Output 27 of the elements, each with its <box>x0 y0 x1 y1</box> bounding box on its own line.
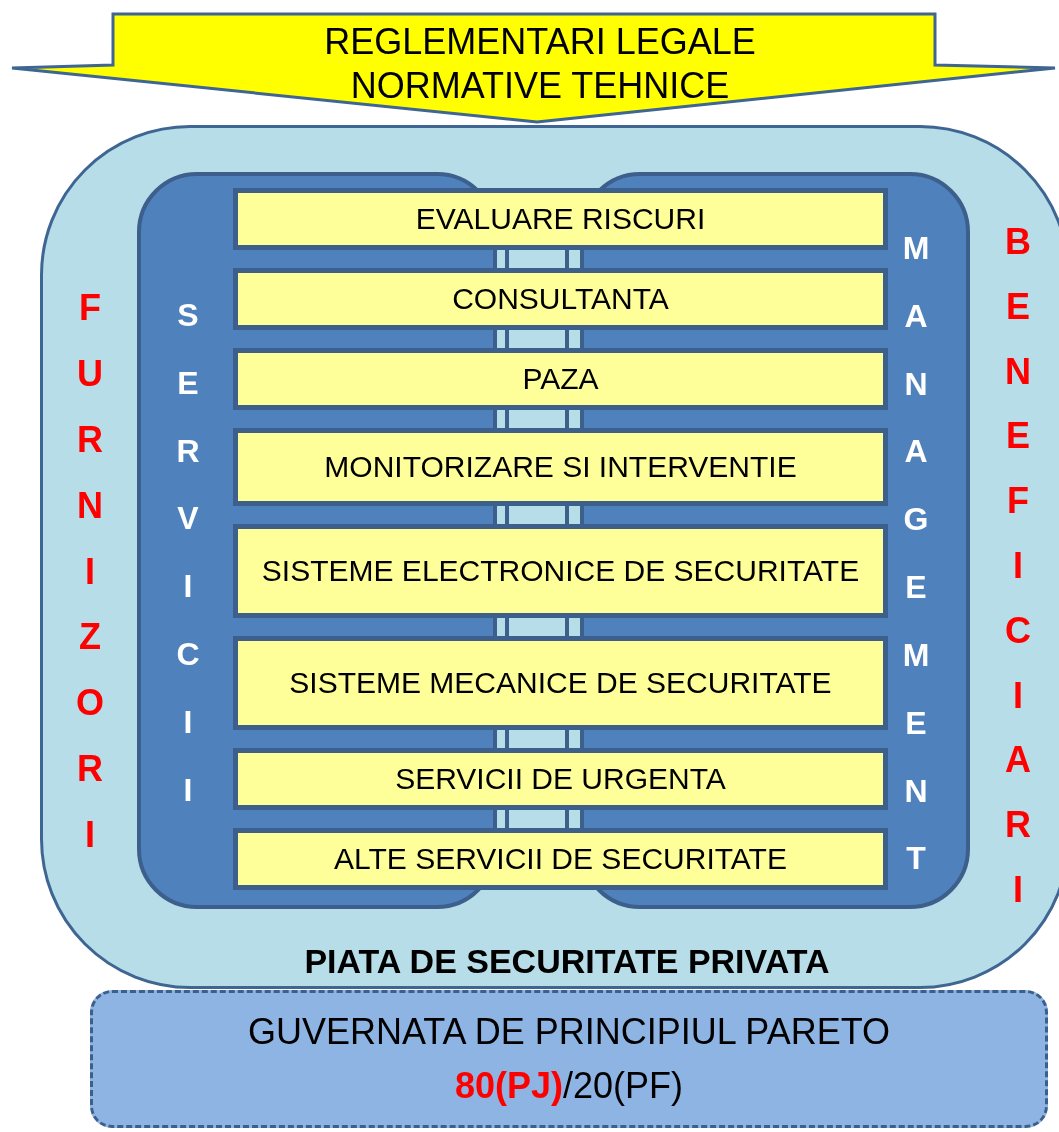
banner-label: REGLEMENTARI LEGALE NORMATIVE TEHNICE <box>323 20 757 108</box>
market-area <box>40 125 1059 989</box>
service-label: ALTE SERVICII DE SECURITATE <box>334 841 787 877</box>
service-label: PAZA <box>522 361 599 397</box>
vertical-label: FURNIZORI <box>75 286 105 857</box>
note-panel <box>90 990 1048 1128</box>
vertical-label: MANAGEMENT <box>901 229 931 879</box>
service-box <box>233 524 888 618</box>
service-box <box>233 828 888 890</box>
service-label: SISTEME ELECTRONICE DE SECURITATE <box>261 553 860 589</box>
service-box <box>233 636 888 730</box>
banner-arrow <box>10 12 1057 124</box>
note-text: 80(PJ)/20(PF) <box>454 1064 684 1108</box>
service-box <box>233 748 888 810</box>
vertical-label: BENEFICIARI <box>1004 220 1032 912</box>
service-label: SERVICII DE URGENTA <box>395 761 726 797</box>
note-text: GUVERNATA DE PRINCIPIUL PARETO <box>247 1010 891 1054</box>
service-label: SISTEME MECANICE DE SECURITATE <box>289 665 832 701</box>
vertical-label: SERVICII <box>175 296 201 810</box>
service-label: MONITORIZARE SI INTERVENTIE <box>324 449 797 485</box>
area-title: PIATA DE SECURITATE PRIVATA <box>303 942 831 981</box>
service-box <box>233 348 888 410</box>
service-label: CONSULTANTA <box>452 281 669 317</box>
service-box <box>233 188 888 250</box>
service-box <box>233 268 888 330</box>
service-label: EVALUARE RISCURI <box>415 201 706 237</box>
service-box <box>233 428 888 506</box>
